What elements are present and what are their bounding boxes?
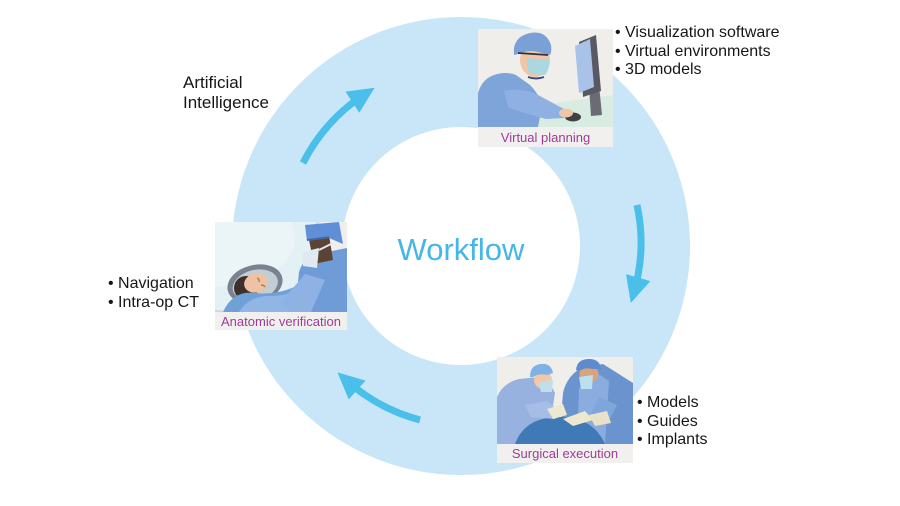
arrow-planning-to-execution xyxy=(626,204,651,304)
ct-scanner-patient-illustration xyxy=(215,222,347,312)
ai-label-line1: Artificial xyxy=(183,73,243,92)
stage-label-surgical-execution: Surgical execution xyxy=(511,446,619,461)
stage-card-virtual-planning: Virtual planning xyxy=(478,29,613,147)
bullet-list-virtual-planning: Visualization software Virtual environme… xyxy=(615,24,780,80)
bullet-list-surgical-execution: Models Guides Implants xyxy=(637,394,708,450)
stage-card-anatomic-verification: Anatomic verification xyxy=(215,222,347,330)
stage-label-anatomic-verification: Anatomic verification xyxy=(221,313,341,329)
bullet-item: Models xyxy=(637,394,708,413)
artificial-intelligence-label: Artificial Intelligence xyxy=(183,73,269,113)
bullet-list-anatomic-verification: Navigation Intra-op CT xyxy=(108,275,199,312)
arrow-ai-to-planning xyxy=(299,87,375,165)
stage-label-virtual-planning: Virtual planning xyxy=(500,129,591,145)
bullet-item: Visualization software xyxy=(615,24,779,43)
bullet-item: Navigation xyxy=(108,275,199,294)
bullet-item: Virtual environments xyxy=(615,43,780,62)
bullet-item: Guides xyxy=(637,413,708,432)
ai-label-line2: Intelligence xyxy=(183,93,270,112)
bullet-item: Intra-op CT xyxy=(108,294,199,313)
bullet-item: 3D models xyxy=(615,61,780,80)
bullet-item: Implants xyxy=(637,431,707,450)
stage-card-surgical-execution: Surgical execution xyxy=(497,357,633,463)
surgeons-operating-illustration xyxy=(497,357,633,444)
arrow-execution-to-verification xyxy=(337,372,421,424)
surgeon-at-computer-illustration xyxy=(478,29,613,127)
center-title: Workflow xyxy=(397,232,525,267)
